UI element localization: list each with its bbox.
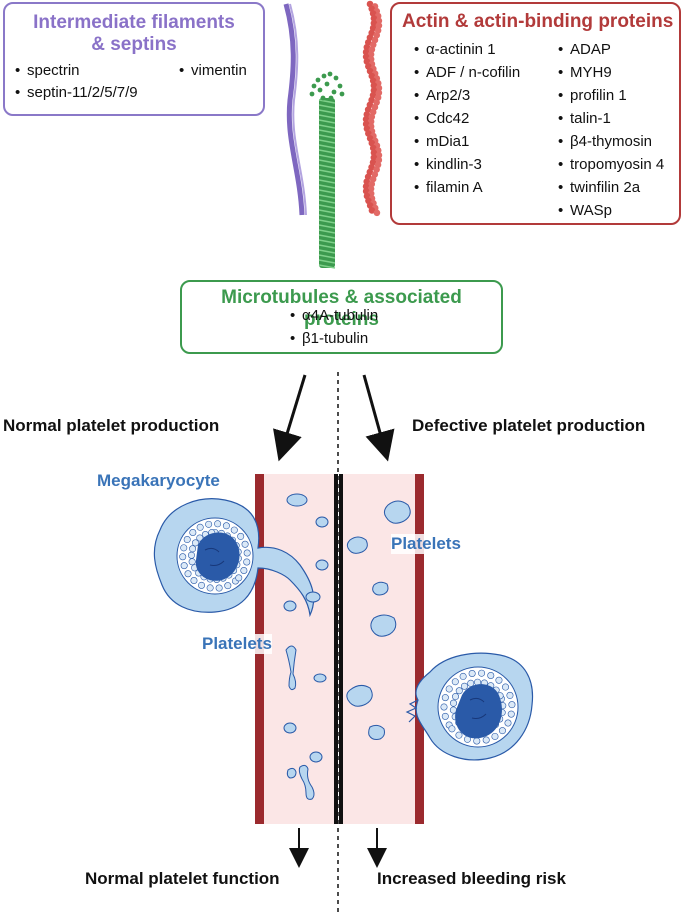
intermediate-filament-strand xyxy=(283,3,307,216)
normal-function-label: Normal platelet function xyxy=(85,869,280,888)
list-item: ADF / n-cofilin xyxy=(414,64,520,81)
arrow-to-defective xyxy=(362,374,395,462)
normal-vessel xyxy=(255,474,338,824)
list-item: twinfilin 2a xyxy=(558,179,640,196)
defective-vessel xyxy=(339,474,424,824)
arrow-to-normal xyxy=(273,374,307,462)
actin-proteins-title: Actin & actin-binding proteins xyxy=(402,11,674,32)
intermediate-title-line2: & septins xyxy=(91,34,177,55)
list-item: filamin A xyxy=(414,179,483,196)
list-item: Cdc42 xyxy=(414,110,469,127)
microtubules-box: Microtubules & associated proteins α4A-t… xyxy=(180,280,503,354)
actin-filament-strand xyxy=(362,0,383,217)
list-item: septin-11/2/5/7/9 xyxy=(15,84,138,101)
platelets-defective xyxy=(346,500,411,740)
intermediate-title-line1: Intermediate filaments xyxy=(33,12,235,33)
list-item: WASp xyxy=(558,202,612,219)
platelets-label-right: Platelets xyxy=(391,534,461,554)
megakaryocyte-left xyxy=(153,498,315,618)
list-item: profilin 1 xyxy=(558,87,627,104)
megakaryocyte-label: Megakaryocyte xyxy=(97,471,220,491)
list-item: ADAP xyxy=(558,41,611,58)
intermediate-filaments-title: Intermediate filaments & septins xyxy=(5,12,263,56)
bleeding-risk-label: Increased bleeding risk xyxy=(377,869,566,888)
platelets-normal xyxy=(283,493,329,800)
list-item: α-actinin 1 xyxy=(414,41,495,58)
microtubule-strand xyxy=(309,71,345,269)
list-item: β1-tubulin xyxy=(290,330,368,347)
list-item: mDia1 xyxy=(414,133,469,150)
list-item: tropomyosin 4 xyxy=(558,156,664,173)
megakaryocyte-right xyxy=(405,652,534,761)
list-item: β4-thymosin xyxy=(558,133,652,150)
defective-production-label: Defective platelet production xyxy=(412,416,646,435)
list-item: spectrin xyxy=(15,62,79,79)
intermediate-filaments-box: Intermediate filaments & septins spectri… xyxy=(3,2,265,116)
list-item: talin-1 xyxy=(558,110,611,127)
list-item: α4A-tubulin xyxy=(290,307,378,324)
list-item: vimentin xyxy=(179,62,247,79)
platelets-label-left: Platelets xyxy=(202,634,272,654)
list-item: MYH9 xyxy=(558,64,612,81)
actin-proteins-box: Actin & actin-binding proteins α-actinin… xyxy=(390,2,681,225)
normal-production-label: Normal platelet production xyxy=(3,416,220,435)
list-item: kindlin-3 xyxy=(414,156,482,173)
list-item: Arp2/3 xyxy=(414,87,470,104)
